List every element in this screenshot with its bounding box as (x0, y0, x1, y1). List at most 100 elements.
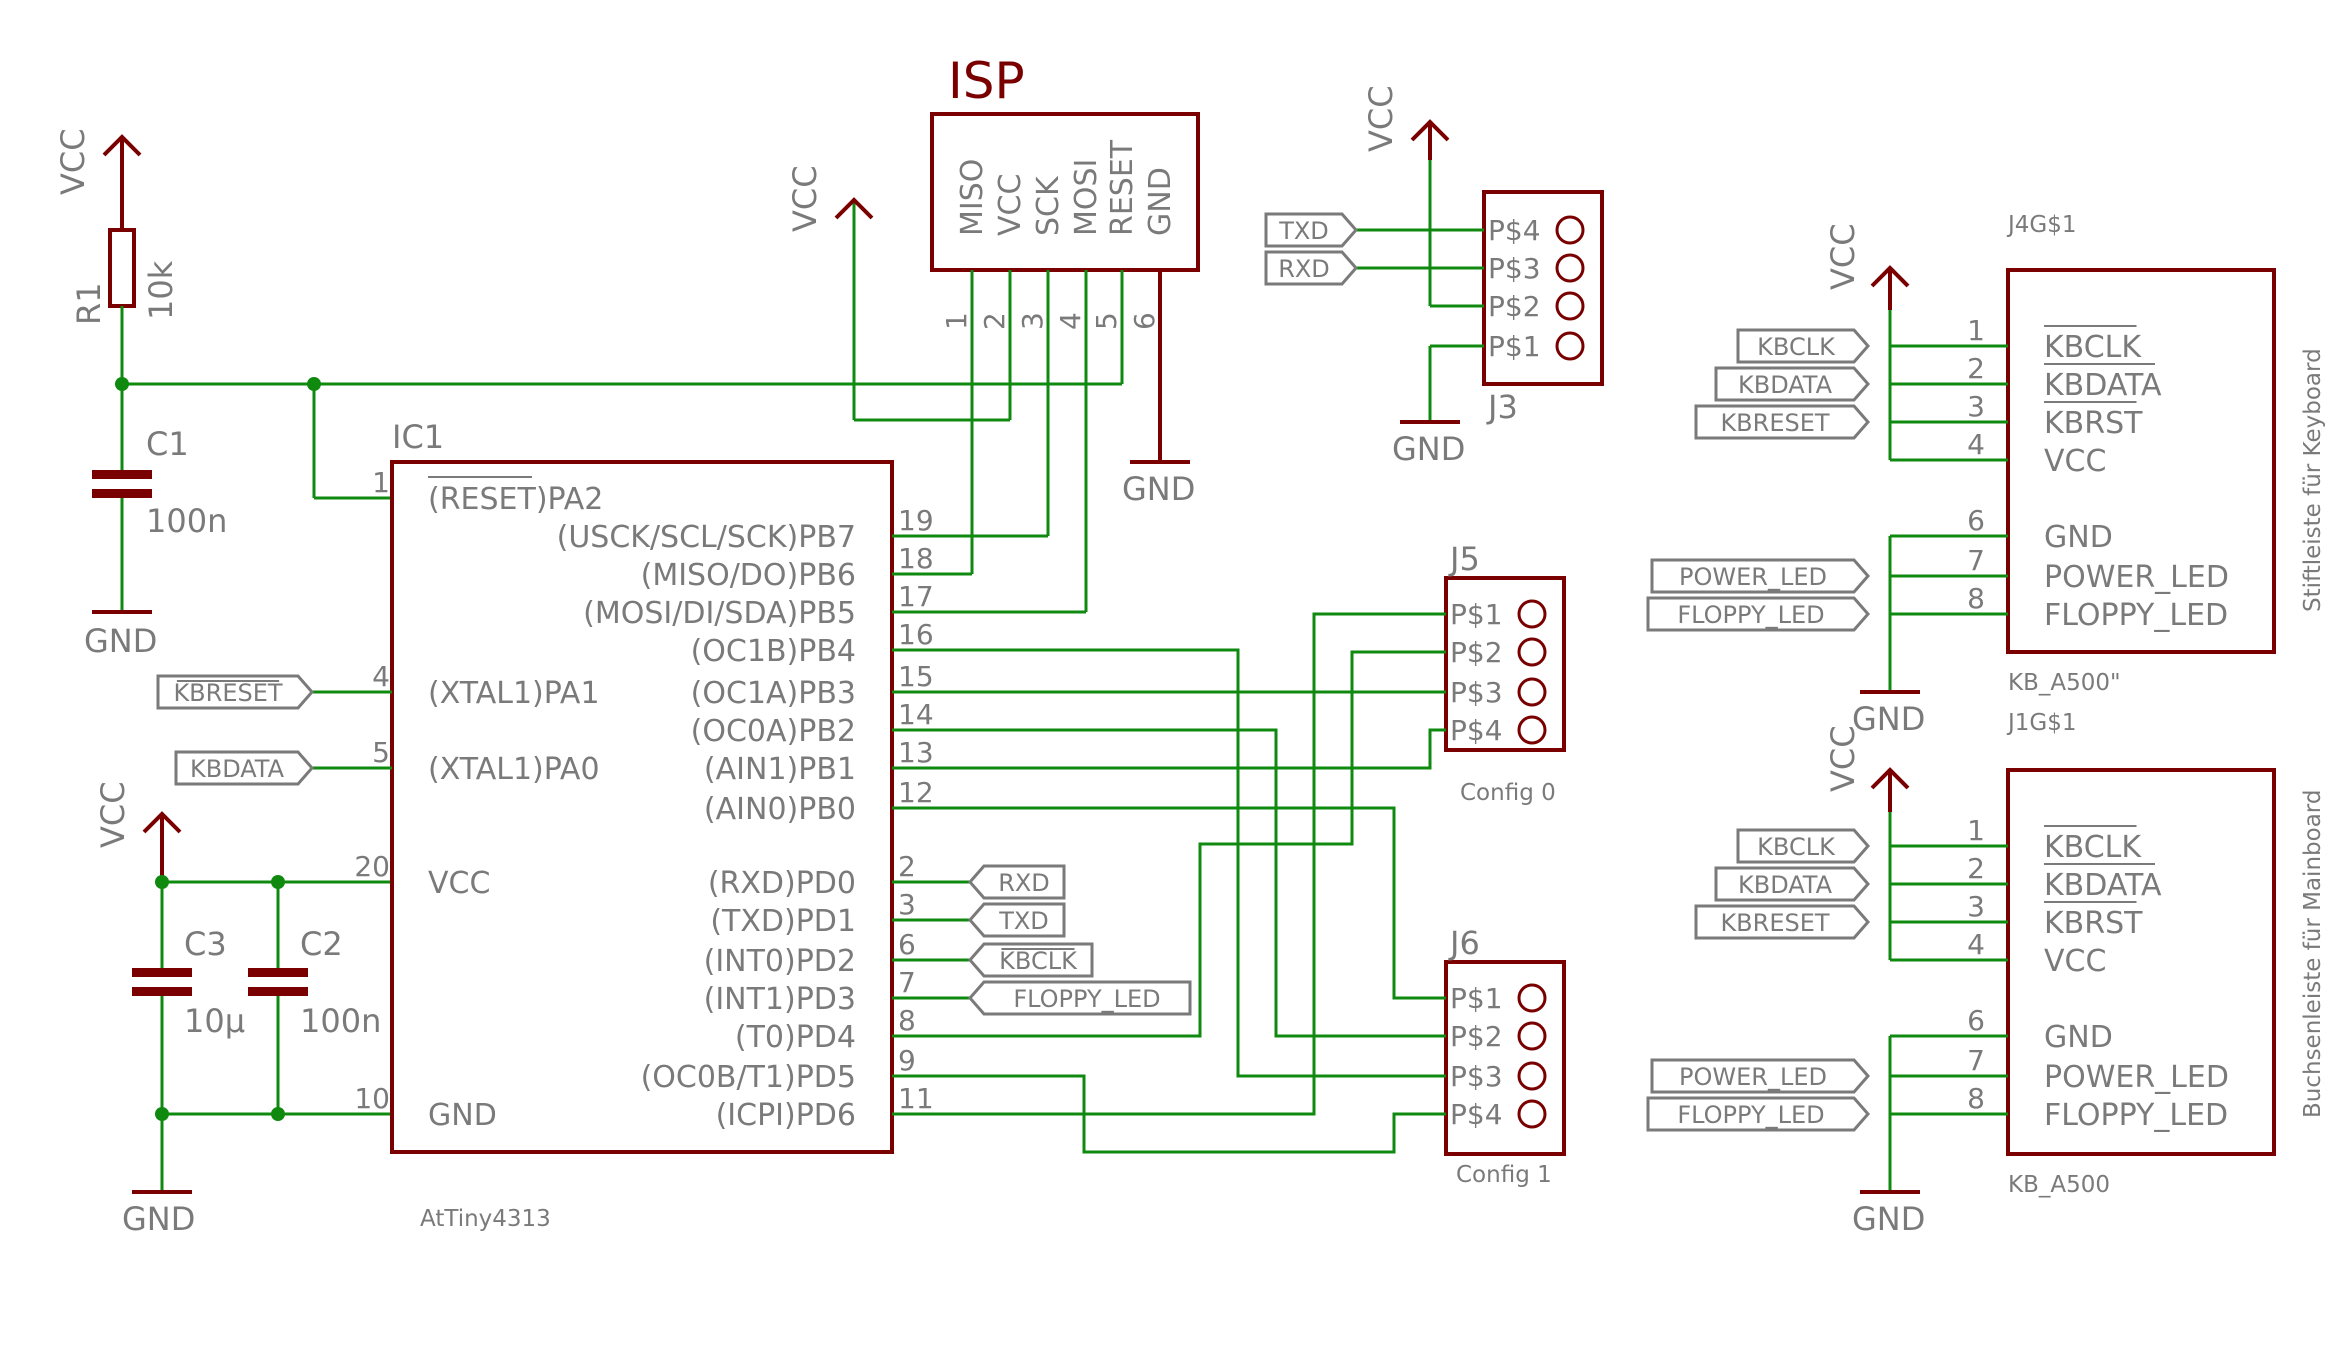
ic1-part: AtTiny4313 (420, 1206, 551, 1232)
ic1-pin-num-8: 8 (898, 1004, 916, 1037)
net-flag-floppy-led (1646, 596, 1870, 632)
net-flag-label-kbdata: KBDATA (1738, 871, 1833, 899)
ic1-pin-num-4: 4 (372, 660, 390, 693)
c2-ref: C2 (300, 925, 343, 963)
kb-bottom-ref: J1G$1 (2006, 710, 2077, 736)
isp-pin-label-miso: MISO (955, 159, 990, 236)
isp-pin-label-sck: SCK (1031, 175, 1066, 236)
ic1-pin-label-oc0a-pb2: (OC0A)PB2 (691, 714, 856, 749)
j6-pin-hole (1517, 983, 1547, 1013)
c1-value: 100n (146, 502, 227, 540)
ic1-pin-num-2: 2 (898, 850, 916, 883)
j5-header: J5 Config 0 P$1P$2P$3P$4 (1444, 540, 1566, 806)
net-flag-power-led (1650, 1058, 1870, 1094)
kb-bottom-pin-label-kbdata: KBDATA (2044, 868, 2162, 903)
ic1-pin-label-oc0b-t1-pd5: (OC0B/T1)PD5 (641, 1060, 856, 1095)
isp-pin-num-2: 2 (978, 312, 1011, 330)
ic1-pin-label-usck-scl-sck-pb7: (USCK/SCL/SCK)PB7 (557, 520, 856, 555)
isp-pin-label-mosi: MOSI (1069, 159, 1104, 236)
kb-top-pin-label-power-led: POWER_LED (2044, 560, 2229, 595)
kb-bottom-pin-num-3: 3 (1967, 890, 1985, 923)
kb-bottom-gnd-label: GND (1852, 1200, 1925, 1238)
j5-pin-hole (1517, 677, 1547, 707)
kb-top-connector: J4G$1 KB_A500" Stiftleiste für Keyboard … (1824, 212, 2326, 738)
kb-bottom-pin-num-4: 4 (1967, 928, 1985, 961)
ic1-pin-label-mosi-di-sda-pb5: (MOSI/DI/SDA)PB5 (583, 596, 856, 631)
j3-pin-p-4: P$4 (1488, 214, 1541, 247)
isp-gnd-label: GND (1122, 470, 1195, 508)
isp-vcc-label: VCC (786, 165, 824, 232)
isp-pin-num-1: 1 (940, 312, 973, 330)
kb-bottom-side: Buchsenleiste für Mainboard (2300, 790, 2326, 1118)
net-flag-label-kbdata: KBDATA (190, 755, 285, 783)
r1-value: 10k (142, 260, 180, 320)
kb-bottom-vcc-label: VCC (1824, 725, 1862, 792)
ic1-pin-num-15: 15 (898, 660, 934, 693)
kb-top-ref: J4G$1 (2006, 212, 2077, 238)
j5-pin-p-3: P$3 (1450, 676, 1503, 709)
kb-top-pin-num-4: 4 (1967, 428, 1985, 461)
ic1-pin-num-10: 10 (354, 1082, 390, 1115)
ic1-pin-label-icpi-pd6: (ICPI)PD6 (716, 1098, 856, 1133)
ic1-pin-num-11: 11 (898, 1082, 934, 1115)
net-flag-kbclk (968, 942, 1094, 978)
j3-pin-p-2: P$2 (1488, 290, 1541, 323)
j3-pin-hole (1555, 253, 1585, 283)
net-flag-label-kbreset: KBRESET (1720, 409, 1829, 437)
net-flag-kbclk (1736, 328, 1870, 364)
r1-ref: R1 (70, 282, 108, 325)
kb-bottom-pin-num-7: 7 (1967, 1044, 1985, 1077)
net-flag-txd (1264, 212, 1358, 248)
net-flag-label-floppy-led: FLOPPY_LED (1013, 985, 1160, 1013)
j6-pin-hole (1517, 1021, 1547, 1051)
kb-top-vcc-label: VCC (1824, 223, 1862, 290)
net-flag-label-rxd: RXD (998, 869, 1050, 897)
j3-pin-hole (1555, 331, 1585, 361)
kb-top-pin-label-vcc: VCC (2044, 444, 2106, 479)
kb-bottom-pin-num-1: 1 (1967, 814, 1985, 847)
r1-vcc-label: VCC (54, 128, 92, 195)
ic1-pin-num-20: 20 (354, 850, 390, 883)
j5-name: Config 0 (1460, 780, 1556, 806)
ic1-pin-label-miso-do-pb6: (MISO/DO)PB6 (641, 558, 856, 593)
j3-vcc-label: VCC (1362, 85, 1400, 152)
j6-pin-hole (1517, 1099, 1547, 1129)
ic1-pin-label-int1-pd3: (INT1)PD3 (704, 982, 856, 1017)
j6-pin-hole (1517, 1061, 1547, 1091)
kb-bottom-pin-label-gnd: GND (2044, 1020, 2113, 1055)
net-flag-label-rxd: RXD (1278, 255, 1330, 283)
isp-pin-num-3: 3 (1016, 312, 1049, 330)
ic1-pin-label-ain0-pb0: (AIN0)PB0 (704, 792, 856, 827)
kb-bottom-connector: J1G$1 KB_A500 Buchsenleiste für Mainboar… (1824, 710, 2326, 1238)
ic1-pin-label-ain1-pb1: (AIN1)PB1 (704, 752, 856, 787)
kb-top-pin-label-gnd: GND (2044, 520, 2113, 555)
kb-top-pin-label-kbclk: KBCLK (2044, 330, 2142, 365)
net-flag-kbreset (156, 674, 314, 710)
kb-top-pin-num-8: 8 (1967, 582, 1985, 615)
isp-pin-num-4: 4 (1054, 312, 1087, 330)
j3-gnd-label: GND (1392, 430, 1465, 468)
ic1-ref: IC1 (392, 418, 444, 456)
ic1-pin-label-oc1b-pb4: (OC1B)PB4 (691, 634, 856, 669)
j5-pin-p-1: P$1 (1450, 598, 1503, 631)
c3-ref: C3 (184, 925, 227, 963)
isp-pin-label-reset: RESET (1105, 139, 1140, 236)
j3-pin-p-1: P$1 (1488, 330, 1541, 363)
net-flags: KBRESETKBDATARXDTXDKBCLKFLOPPY_LEDTXDRXD… (156, 212, 1870, 1132)
j6-header: J6 Config 1 P$1P$2P$3P$4 (1444, 924, 1566, 1188)
kb-top-pin-num-6: 6 (1967, 504, 1985, 537)
j6-pin-p-4: P$4 (1450, 1098, 1503, 1131)
j6-pin-p-2: P$2 (1450, 1020, 1503, 1053)
ic1-pin-label-t0-pd4: (T0)PD4 (735, 1020, 856, 1055)
ic1-pin-label-txd-pd1: (TXD)PD1 (710, 904, 856, 939)
kb-top-pin-label-kbrst: KBRST (2044, 406, 2143, 441)
c1-gnd-label: GND (84, 622, 157, 660)
net-flag-rxd (968, 864, 1066, 900)
net-flag-kbdata (1714, 366, 1870, 402)
net-flag-label-kbreset: KBRESET (173, 679, 282, 707)
isp-pin-label-gnd: GND (1143, 167, 1178, 236)
ic1-pin-label-vcc: VCC (428, 866, 490, 901)
j5-pin-p-2: P$2 (1450, 636, 1503, 669)
